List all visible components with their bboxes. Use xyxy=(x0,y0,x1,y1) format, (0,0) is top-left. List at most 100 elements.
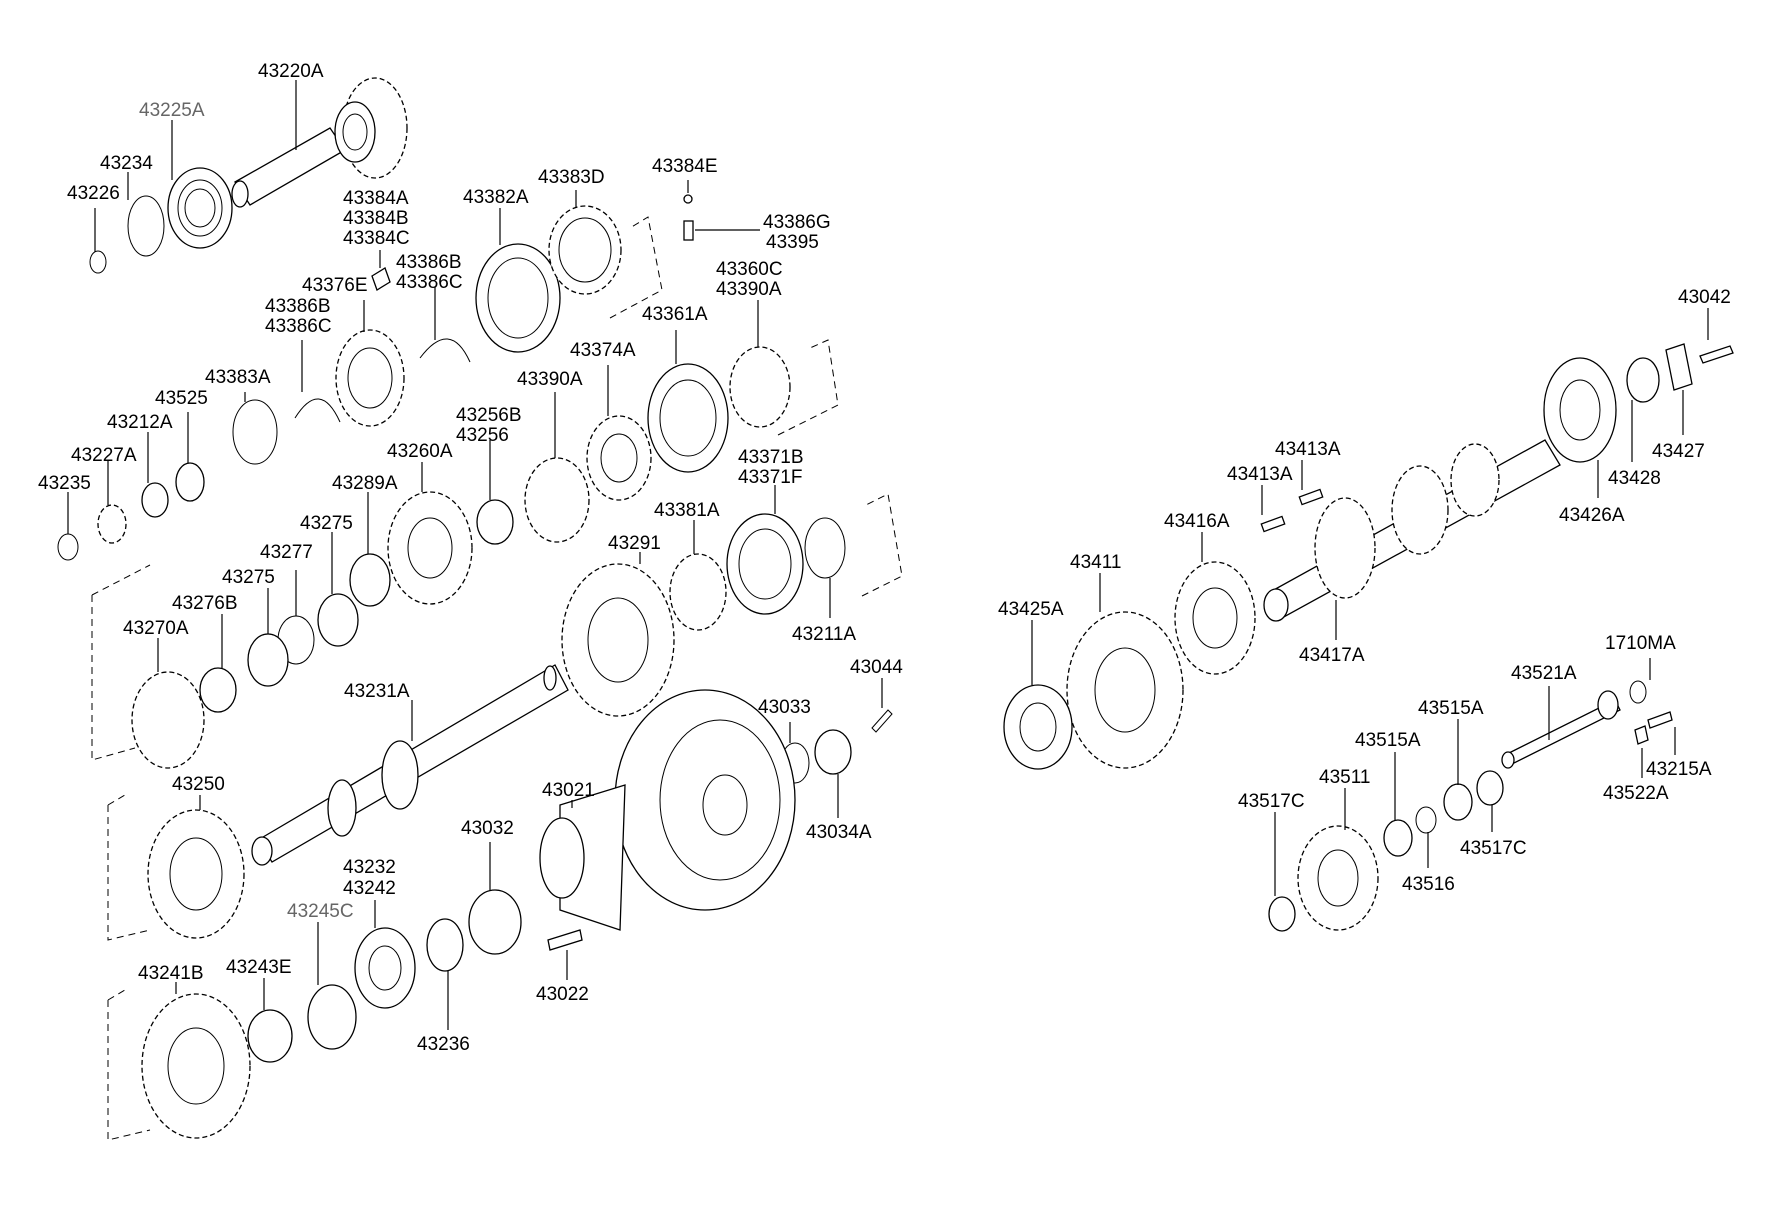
label-43289A: 43289A xyxy=(332,473,398,494)
part-43384E-ball xyxy=(683,194,693,204)
label-43245C: 43245C xyxy=(287,901,354,922)
label-43521A: 43521A xyxy=(1511,663,1577,684)
label-43044: 43044 xyxy=(850,657,903,678)
label-43275-b: 43275 xyxy=(222,567,275,588)
label-43371B: 43371B xyxy=(738,447,804,468)
label-43525: 43525 xyxy=(155,388,208,409)
label-43395: 43395 xyxy=(766,232,819,253)
label-43515A-a: 43515A xyxy=(1418,698,1484,719)
part-43250-gear xyxy=(147,809,245,939)
part-43275-needle-bearing-a xyxy=(317,593,359,647)
part-43511-inner xyxy=(1317,849,1359,907)
leader-lines xyxy=(67,80,1709,1030)
label-43241B: 43241B xyxy=(138,963,204,984)
part-43426A-bearing xyxy=(1543,357,1617,463)
part-43517C-washer-b xyxy=(1268,896,1296,932)
part-43289A-ring xyxy=(349,553,391,607)
label-43260A: 43260A xyxy=(387,441,453,462)
part-43371B-sleeve xyxy=(726,513,804,615)
part-43241B-inner xyxy=(167,1027,225,1105)
label-43417A: 43417A xyxy=(1299,645,1365,666)
part-43042-bolt xyxy=(1699,345,1734,364)
part-labels: 43220A 43225A 43234 43226 43384A 43384B … xyxy=(38,61,1731,1055)
part-43021-hub xyxy=(539,817,585,899)
part-43232-bearing xyxy=(354,927,416,1009)
part-43291-inner xyxy=(587,597,649,683)
label-43517C-b: 43517C xyxy=(1460,838,1527,859)
part-43215A-bolt xyxy=(1647,711,1673,729)
part-43245C-washer xyxy=(307,984,357,1050)
label-43384E: 43384E xyxy=(652,156,718,177)
part-43382A-sleeve xyxy=(475,243,561,353)
part-43383D-synchro-ring xyxy=(548,205,622,295)
label-43427: 43427 xyxy=(1652,441,1705,462)
part-43383A-ring xyxy=(232,399,278,465)
label-43411: 43411 xyxy=(1070,552,1121,573)
label-43227A: 43227A xyxy=(71,445,137,466)
part-43361A-inner xyxy=(659,379,717,457)
part-43416A-gear xyxy=(1174,561,1256,675)
label-43522A: 43522A xyxy=(1603,783,1669,804)
label-43376E: 43376E xyxy=(302,275,368,296)
label-43383A: 43383A xyxy=(205,367,271,388)
part-43022-bolt xyxy=(547,929,583,951)
part-43234-snap-ring xyxy=(127,195,165,257)
label-43360C: 43360C xyxy=(716,259,783,280)
part-43034A-nut xyxy=(814,729,852,775)
label-43277: 43277 xyxy=(260,542,313,563)
part-43371B-inner xyxy=(738,528,792,600)
part-43511-gear xyxy=(1297,825,1379,931)
label-43515A-b: 43515A xyxy=(1355,730,1421,751)
part-43226-ring xyxy=(89,250,107,274)
part-43390A-synchro-ring-b xyxy=(524,457,590,543)
label-43243E: 43243E xyxy=(226,957,292,978)
part-43032-seal xyxy=(468,889,522,955)
part-43413A-key-a xyxy=(1260,515,1286,533)
part-43425A-bearing xyxy=(1003,684,1073,770)
label-43386B-b: 43386B xyxy=(265,296,331,317)
label-43022: 43022 xyxy=(536,984,589,1005)
label-43416A: 43416A xyxy=(1164,511,1230,532)
part-43390A-synchro-ring-a xyxy=(729,346,791,428)
part-43383D-inner xyxy=(558,217,612,283)
part-43411-inner xyxy=(1094,647,1156,733)
part-brake-drum xyxy=(614,689,796,911)
part-43515A-bearing-b xyxy=(1383,819,1413,857)
label-43215A: 43215A xyxy=(1646,759,1712,780)
part-43241B-gear xyxy=(141,993,251,1139)
part-43411-gear xyxy=(1066,611,1184,769)
part-43220A-input-shaft xyxy=(231,77,408,208)
label-43428: 43428 xyxy=(1608,468,1661,489)
label-43425A: 43425A xyxy=(998,599,1064,620)
label-43220A: 43220A xyxy=(258,61,324,82)
label-43361A: 43361A xyxy=(642,304,708,325)
label-43381A: 43381A xyxy=(654,500,720,521)
label-43034A: 43034A xyxy=(806,822,872,843)
part-43386G-spring xyxy=(683,220,694,241)
part-43386B-spring-a xyxy=(419,338,471,363)
part-43425A-inner xyxy=(1019,702,1057,752)
part-43374A-inner xyxy=(600,433,638,483)
label-43256B: 43256B xyxy=(456,405,522,426)
part-43211A-ring xyxy=(804,517,846,579)
part-43260A-inner xyxy=(407,517,453,579)
label-43291: 43291 xyxy=(608,533,661,554)
label-43390A-a: 43390A xyxy=(716,279,782,300)
part-43381A-gear xyxy=(669,553,727,631)
part-43376E-inner xyxy=(347,347,393,409)
part-1710MA-oring xyxy=(1629,680,1647,704)
label-43374A: 43374A xyxy=(570,340,636,361)
label-43234: 43234 xyxy=(100,153,153,174)
label-43256: 43256 xyxy=(456,425,509,446)
label-43211A: 43211A xyxy=(792,624,856,645)
label-43511: 43511 xyxy=(1319,767,1370,788)
label-43032: 43032 xyxy=(461,818,514,839)
part-43260A-gear xyxy=(387,491,473,605)
part-43270A-box xyxy=(91,564,151,761)
part-43413A-key-b xyxy=(1298,488,1324,506)
label-43242: 43242 xyxy=(343,878,396,899)
part-43390A-box xyxy=(777,339,839,436)
part-43250-box xyxy=(107,794,151,941)
label-43386G: 43386G xyxy=(763,212,831,233)
